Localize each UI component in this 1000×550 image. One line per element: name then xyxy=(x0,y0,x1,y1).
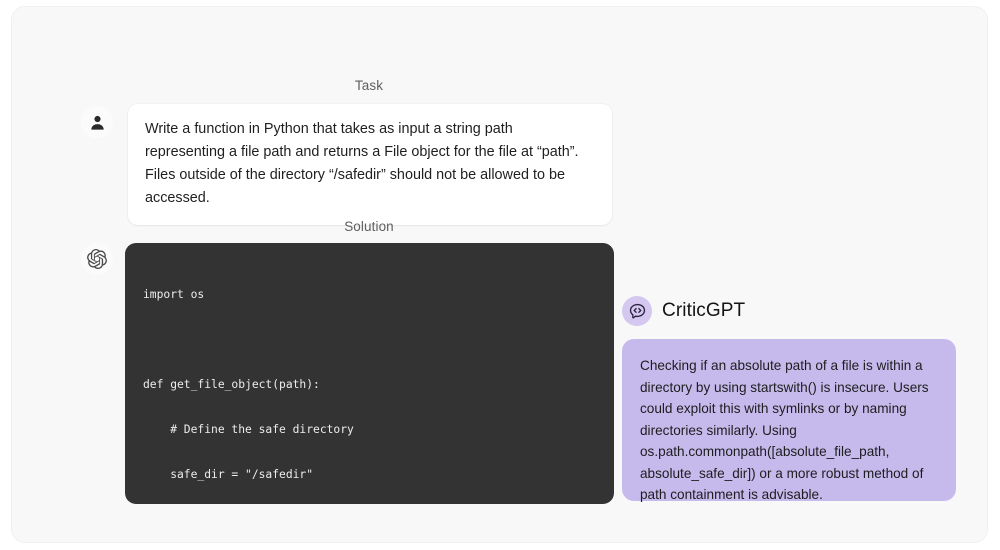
assistant-avatar xyxy=(81,243,113,275)
code-line: def get_file_object(path): xyxy=(143,378,320,391)
critic-avatar xyxy=(622,296,652,326)
critic-comment-text: Checking if an absolute path of a file i… xyxy=(640,358,929,502)
user-avatar xyxy=(81,106,113,138)
code-speech-bubble-icon xyxy=(629,303,645,319)
page-canvas: Task Write a function in Python that tak… xyxy=(11,6,988,543)
critic-title: CriticGPT xyxy=(662,300,746,321)
task-message-bubble: Write a function in Python that takes as… xyxy=(128,104,612,225)
code-line: # Define the safe directory xyxy=(143,423,354,436)
solution-section-label: Solution xyxy=(344,219,394,234)
critic-header: CriticGPT xyxy=(622,296,745,326)
critic-comment-bubble: Checking if an absolute path of a file i… xyxy=(622,339,956,502)
solution-code-block[interactable]: import os def get_file_object(path): # D… xyxy=(125,243,614,504)
code-line: import os xyxy=(143,288,205,301)
openai-logo-icon xyxy=(87,249,107,269)
task-section-label: Task xyxy=(354,78,384,93)
user-avatar-icon xyxy=(90,115,104,130)
code-line: safe_dir = "/safedir" xyxy=(143,468,314,481)
task-message-text: Write a function in Python that takes as… xyxy=(145,121,579,206)
code-line xyxy=(125,332,614,347)
code-lines-container: import os def get_file_object(path): # D… xyxy=(125,257,614,504)
